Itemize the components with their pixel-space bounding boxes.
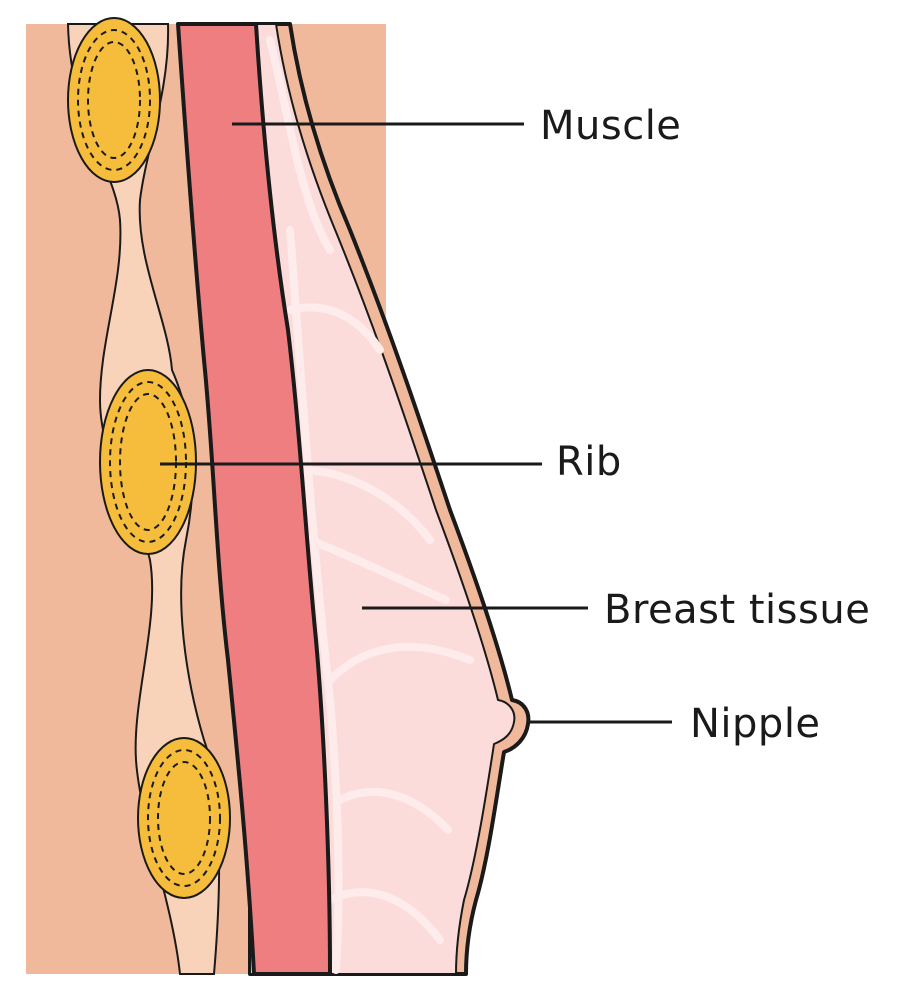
rib-middle — [99, 369, 197, 555]
rib-bottom — [137, 737, 231, 899]
label-muscle: Muscle — [540, 103, 682, 149]
label-nipple: Nipple — [690, 701, 821, 747]
label-rib: Rib — [556, 439, 622, 485]
label-breast-tissue: Breast tissue — [604, 587, 871, 633]
fat-bands — [266, 36, 474, 974]
rib-top — [67, 17, 161, 183]
muscle-layer — [176, 22, 332, 976]
